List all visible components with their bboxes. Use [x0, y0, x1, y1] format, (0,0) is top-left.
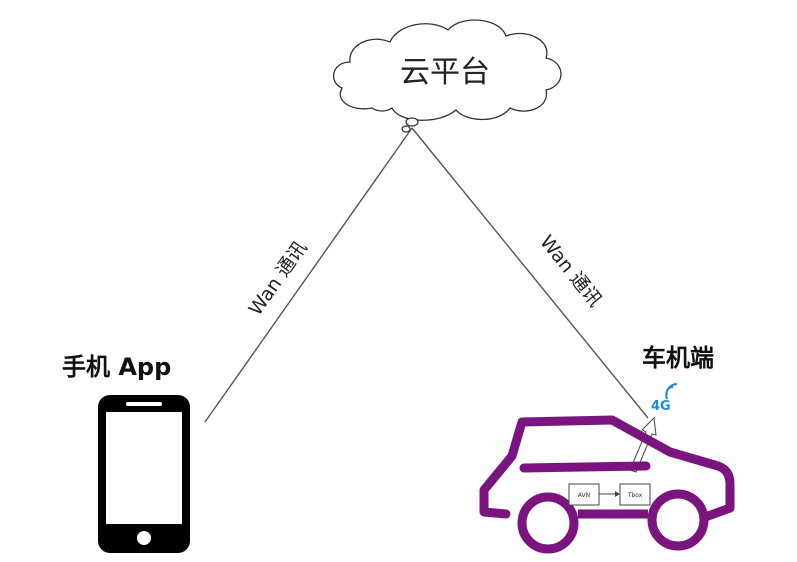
network-badge: 4G: [651, 383, 678, 414]
cloud-platform-node: 云平台: [332, 19, 562, 133]
car-node: 车机端 4G AVN Tbox: [479, 344, 735, 554]
signal-waves-icon: [665, 383, 678, 400]
cloud-tail-bubble-small: [401, 125, 411, 133]
avn-to-tbox-arrowhead: [615, 491, 620, 497]
cloud-shape: [332, 19, 562, 121]
phone-label: 手机 App: [62, 353, 171, 381]
phone-node: 手机 App: [62, 353, 190, 553]
cloud-label: 云平台: [400, 55, 490, 90]
car-window-line: [519, 461, 651, 473]
car-wheel-front: [517, 492, 579, 554]
avn-module-label: AVN: [578, 492, 590, 499]
tbox-module-box: [619, 483, 651, 506]
phone-home-button: [137, 531, 151, 545]
car-wheel-rear: [647, 489, 709, 551]
network-badge-label: 4G: [651, 399, 671, 414]
car-body: [479, 415, 735, 521]
phone-speaker: [126, 402, 162, 406]
car-label: 车机端: [642, 344, 714, 372]
right-link-line: [411, 127, 649, 419]
tbox-module-label: Tbox: [627, 492, 643, 499]
left-link-label: Wan 通讯: [245, 237, 312, 319]
right-link-label: Wan 通讯: [535, 231, 606, 311]
left-link-line: [204, 127, 413, 423]
phone-screen: [106, 412, 182, 524]
cloud-tail-bubble-large: [405, 117, 419, 127]
